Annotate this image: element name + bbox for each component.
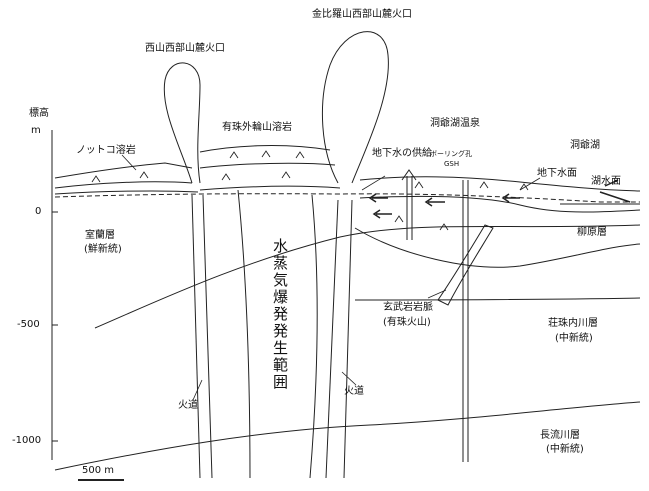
yanagihara-label: 柳原層 bbox=[577, 227, 607, 239]
elevation-axis bbox=[52, 130, 58, 460]
right-conduit-label: 火道 bbox=[344, 386, 364, 398]
konpira-plume bbox=[322, 32, 388, 183]
dike-label: 玄武岩岩脈 bbox=[383, 302, 433, 314]
lake-label: 洞爺湖 bbox=[570, 140, 600, 152]
left-conduit-label: 火道 bbox=[178, 400, 198, 412]
muroran-label: 室蘭層 bbox=[85, 230, 115, 242]
phreatic-zone-label: 水蒸気爆発発生範囲 bbox=[272, 238, 288, 391]
dike-source-label: (有珠火山) bbox=[383, 317, 431, 329]
soshubetsu-label: 荘珠内川層 bbox=[548, 318, 598, 330]
usu-lava-label: 有珠外輪山溶岩 bbox=[222, 122, 292, 134]
groundwater-supply-label: 地下水の供給 bbox=[372, 148, 432, 160]
axis-unit: m bbox=[31, 125, 41, 137]
osarugawa-age-label: (中新統) bbox=[546, 444, 584, 456]
axis-tick-0: 0 bbox=[35, 206, 41, 218]
scale-bar-label: 500 m bbox=[82, 465, 114, 477]
axis-label: 標高 bbox=[29, 108, 49, 120]
nishiyama-vent-label: 西山西部山麓火口 bbox=[145, 43, 225, 55]
soshubetsu-age-label: (中新統) bbox=[555, 333, 593, 345]
axis-tick-500: -500 bbox=[17, 319, 40, 331]
water-table-line bbox=[55, 194, 640, 202]
nishiyama-plume bbox=[164, 63, 200, 183]
muroran-age-label: (鮮新統) bbox=[84, 244, 122, 256]
konpira-vent-label: 金比羅山西部山麓火口 bbox=[312, 9, 412, 21]
groundwater-column bbox=[402, 170, 416, 240]
soshubetsu-boundary bbox=[355, 298, 640, 300]
axis-tick-1000: -1000 bbox=[12, 435, 41, 447]
borehole-id-label: GSH bbox=[444, 160, 459, 168]
borehole-label: ボーリング孔 bbox=[430, 150, 472, 158]
borehole bbox=[463, 180, 468, 462]
lake-level-label: 湖水面 bbox=[591, 176, 621, 188]
osarugawa-label: 長流川層 bbox=[540, 430, 580, 442]
water-table-label: 地下水面 bbox=[537, 168, 577, 180]
hot-spring-label: 洞爺湖温泉 bbox=[430, 118, 480, 130]
nottoko-lava-label: ノットコ溶岩 bbox=[76, 145, 136, 157]
muroran-boundary bbox=[95, 225, 640, 328]
